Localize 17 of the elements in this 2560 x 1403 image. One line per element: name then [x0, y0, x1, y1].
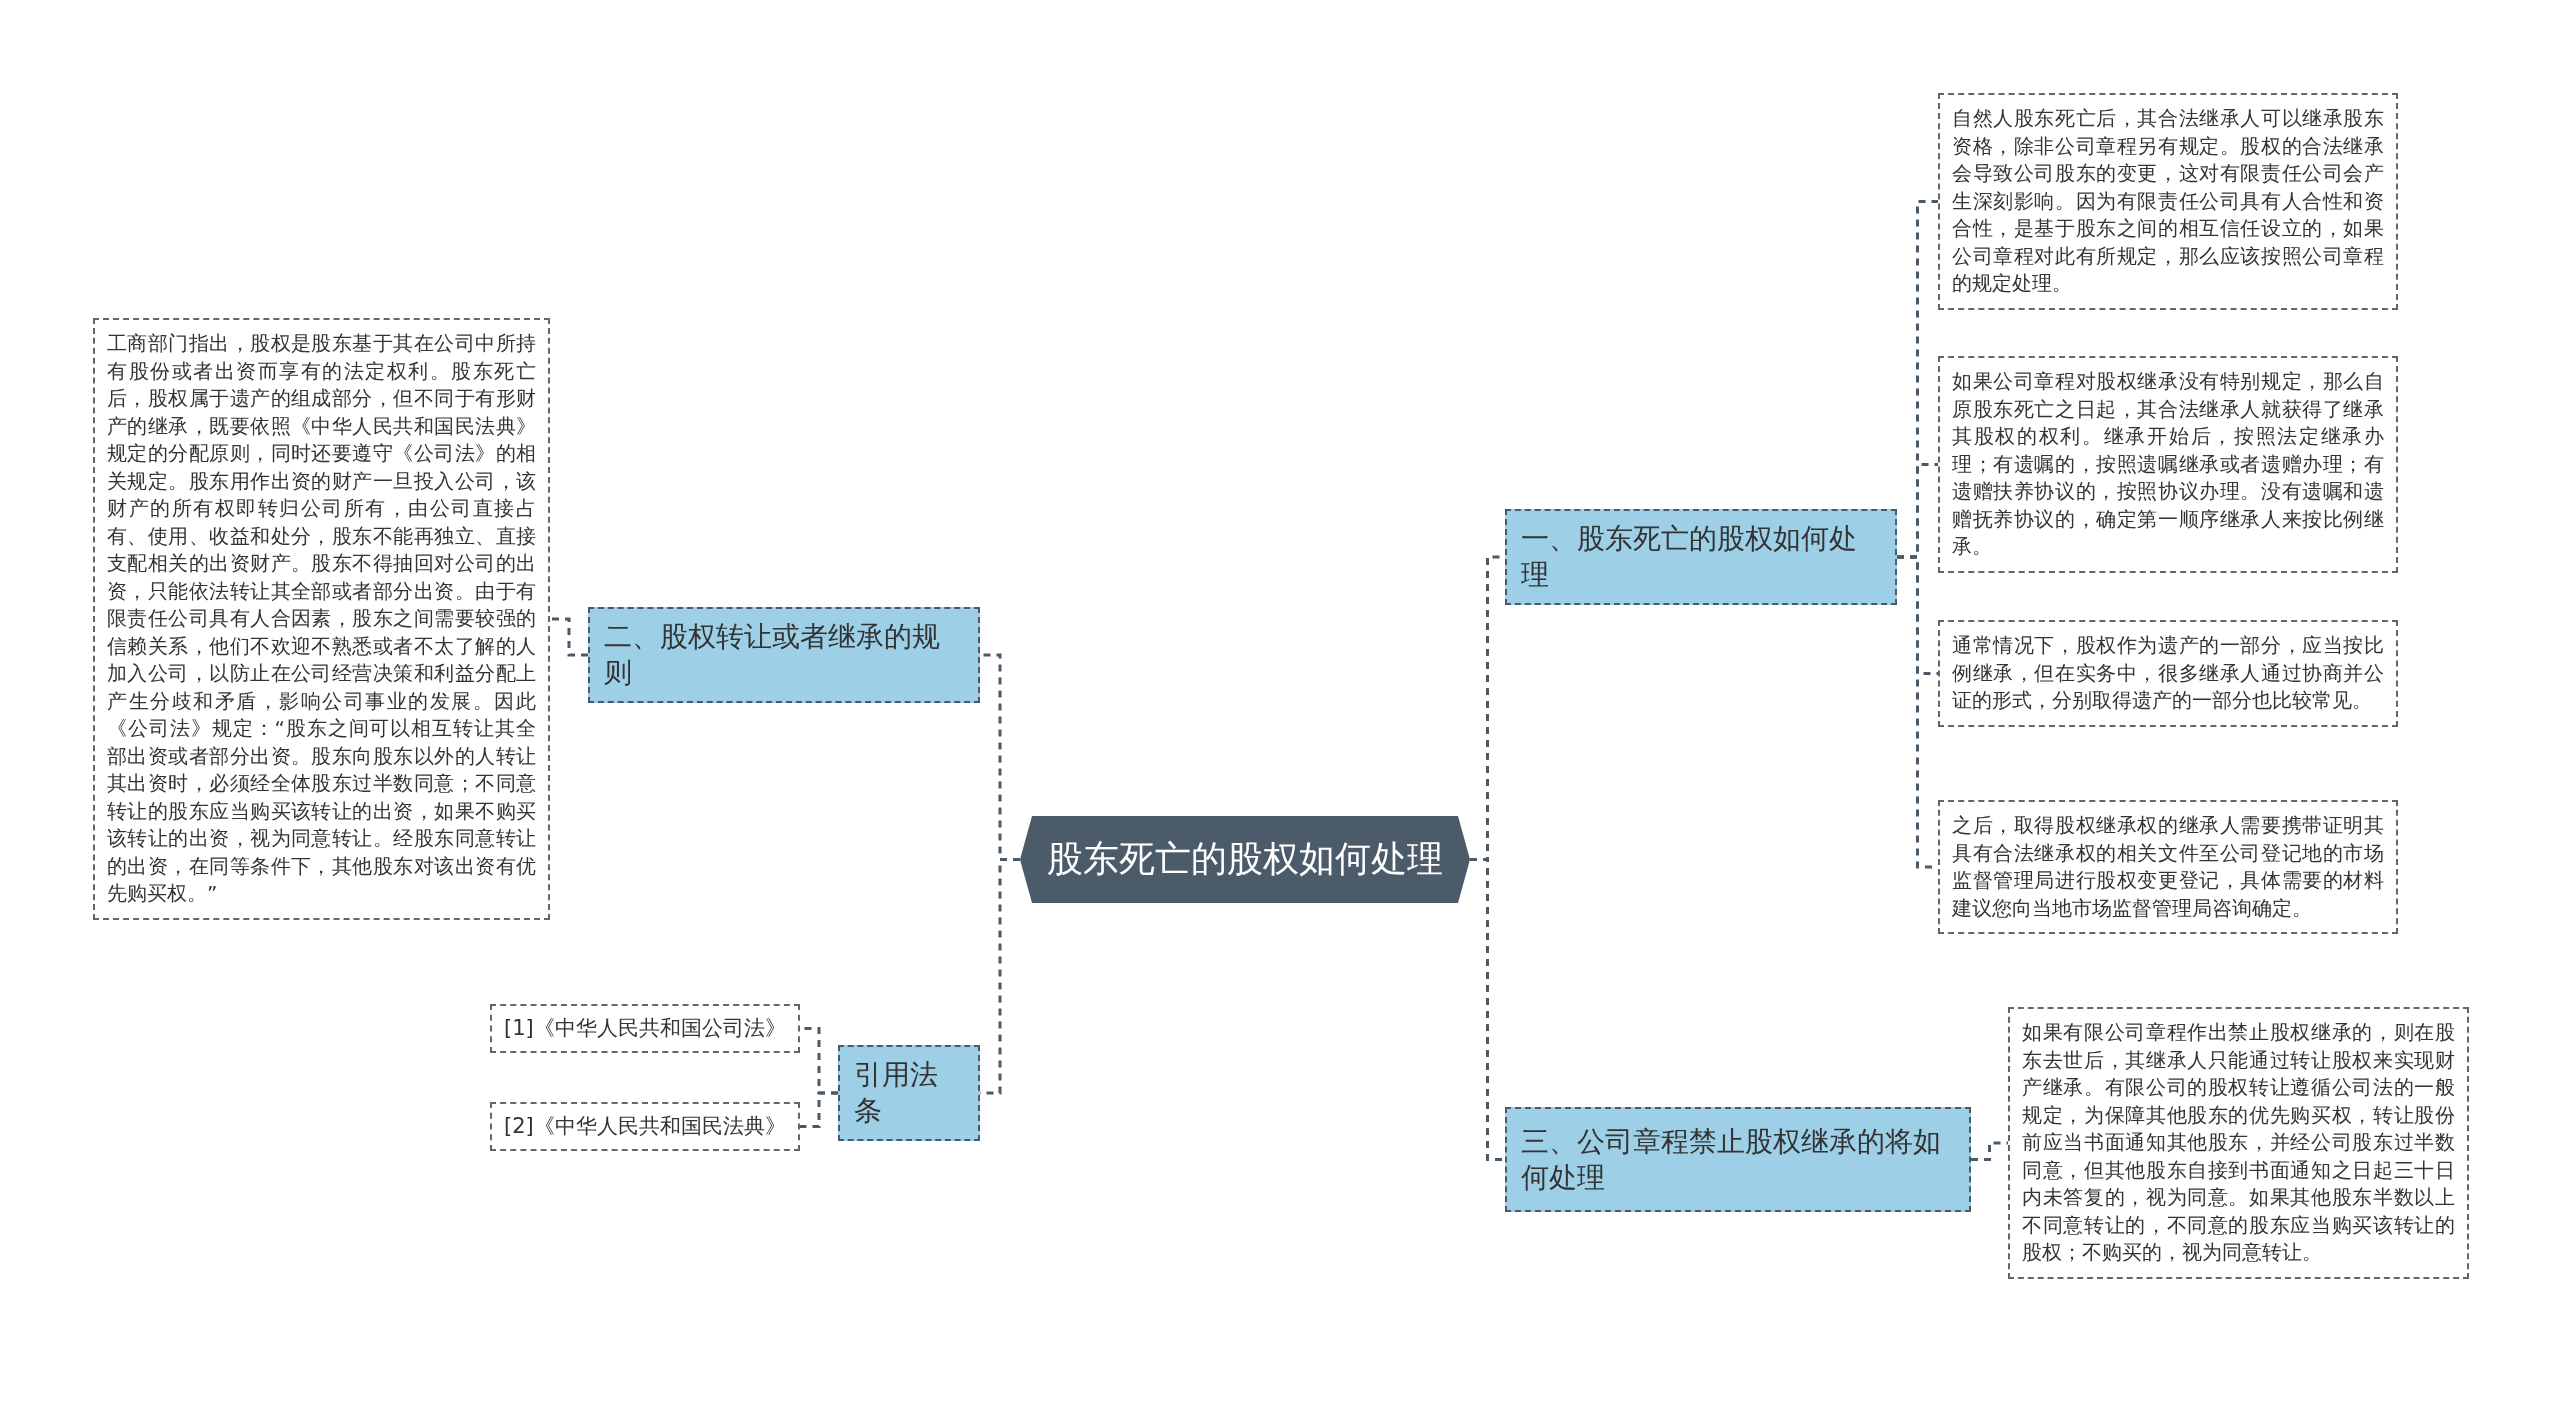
reference-box: [1]《中华人民共和国公司法》 [490, 1004, 800, 1053]
note-box: 如果公司章程对股权继承没有特别规定，那么自原股东死亡之日起，其合法继承人就获得了继承其股权的权利。继承开始后，按照法定继承办理；有遗嘱的，按照遗嘱继承或者遗赠办理；有遗赠扶养协议的，按照协议办理。没有遗嘱和遗赠抚养协议的，确定第一顺序继承人来按比例继承。 [1938, 356, 2398, 573]
connector-line [1971, 1141, 2008, 1161]
note-box: 自然人股东死亡后，其合法继承人可以继承股东资格，除非公司章程另有规定。股权的合法继承会导致公司股东的变更，这对有限责任公司会产生深刻影响。因为有限责任公司具有人合性和资合性，是基于股东之间的相互信任设立的，如果公司章程对此有所规定，那么应该按照公司章程的规定处理。 [1938, 93, 2398, 310]
note-box: 如果有限公司章程作出禁止股权继承的，则在股东去世后，其继承人只能通过转让股权来实现财产继承。有限公司的股权转让遵循公司法的一般规定，为保障其他股东的优先购买权，转让股份前应当书面通知其他股东，并经公司股东过半数同意，但其他股东自接到书面通知之日起三十日内未答复的，视为同意。如果其他股东半数以上不同意转让的，不同意的股东应当购买该转让的股权；不购买的，视为同意转让。 [2008, 1007, 2469, 1279]
connector-line [550, 617, 588, 657]
reference-box: [2]《中华人民共和国民法典》 [490, 1102, 800, 1151]
central-topic: 股东死亡的股权如何处理 [1047, 838, 1443, 879]
note-box: 之后，取得股权继承权的继承人需要携带证明其具有合法继承权的相关文件至公司登记地的市场监督管理局进行股权变更登记，具体需要的材料建议您向当地市场监督管理局咨询确定。 [1938, 800, 2398, 934]
topic-box: 二、股权转让或者继承的规则 [588, 607, 980, 703]
note-box: 通常情况下，股权作为遗产的一部分，应当按比例继承，但在实务中，很多继承人通过协商并公证的形式，分别取得遗产的一部分也比较常见。 [1938, 620, 2398, 727]
topic-box: 三、公司章程禁止股权继承的将如何处理 [1505, 1107, 1971, 1212]
connector-line [1470, 858, 1505, 1161]
topic-box: 一、股东死亡的股权如何处理 [1505, 509, 1897, 605]
topic-box: 引用法条 [838, 1045, 980, 1141]
note-box: 工商部门指出，股权是股东基于其在公司中所持有股份或者出资而享有的法定权利。股东死亡后，股权属于遗产的组成部分，但不同于有形财产的继承，既要依照《中华人民共和国民法典》规定的分配原则，同时还要遵守《公司法》的相关规定。股东用作出资的财产一旦投入公司，该财产的所有权即转归公司所有，由公司直接占有、使用、收益和处分，股东不能再独立、直接支配相关的出资财产。股东不得抽回对公司的出资，只能依法转让其全部或者部分出资。由于有限责任公司具有人合因素，股东之间需要较强的信赖关系，他们不欢迎不熟悉或者不太了解的人加入公司，以防止在公司经营决策和利益分配上产生分歧和矛盾，影响公司事业的发展。因此《公司法》规定：“股东之间可以相互转让其全部出资或者部分出资。股东向股东以外的人转让其出资时，必须经全体股东过半数同意；不同意转让的股东应当购买该转让的出资，如果不购买该转让的出资，视为同意转让。经股东同意转让的出资，在同等条件下，其他股东对该出资有优先购买权。” [93, 318, 550, 920]
connector-line [800, 1091, 838, 1128]
